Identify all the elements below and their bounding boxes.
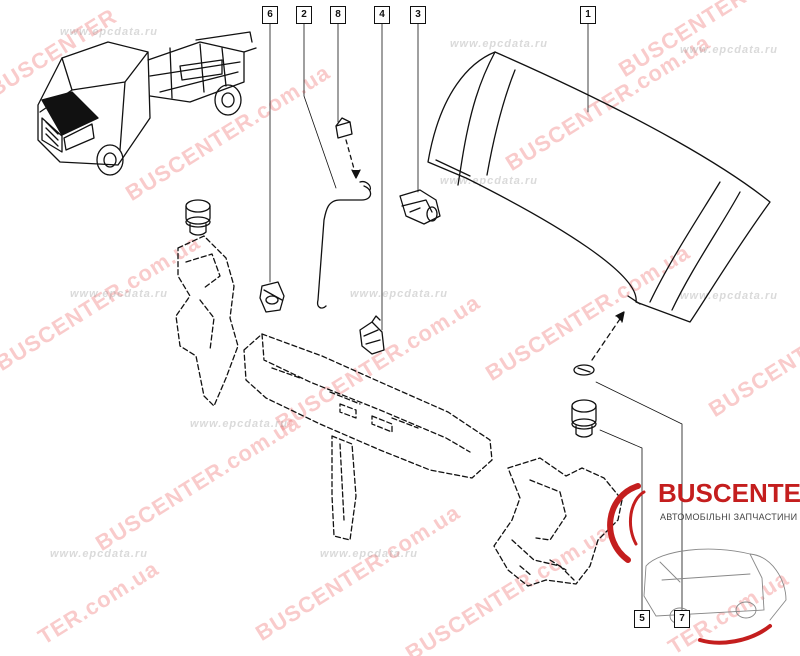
bonnet-panel — [427, 51, 771, 323]
callout-leaders — [269, 21, 683, 613]
rubber-buffer-right — [571, 399, 597, 438]
callout-5: 5 — [634, 610, 650, 628]
callout-4: 4 — [374, 6, 390, 24]
callout-6: 6 — [262, 6, 278, 24]
callout-8: 8 — [330, 6, 346, 24]
callout-1: 1 — [580, 6, 596, 24]
grommet-part — [335, 117, 361, 179]
brand-name: BUSCENTER — [658, 478, 800, 508]
van-thumbnail-illustration — [37, 31, 257, 176]
front-frame-structure — [175, 235, 623, 587]
rod-clip-part — [259, 281, 285, 313]
bump-stop-part — [399, 189, 441, 225]
support-rod-part — [316, 180, 372, 309]
callout-7: 7 — [674, 610, 690, 628]
brand-subtitle: АВТОМОБІЛЬНІ ЗАПЧАСТИНИ — [660, 512, 798, 522]
callout-3: 3 — [410, 6, 426, 24]
bonnet-lock-part — [359, 315, 385, 355]
rubber-buffer-left — [185, 199, 211, 236]
plug-part — [573, 311, 625, 376]
buscenter-logo — [607, 483, 787, 645]
callout-2: 2 — [296, 6, 312, 24]
